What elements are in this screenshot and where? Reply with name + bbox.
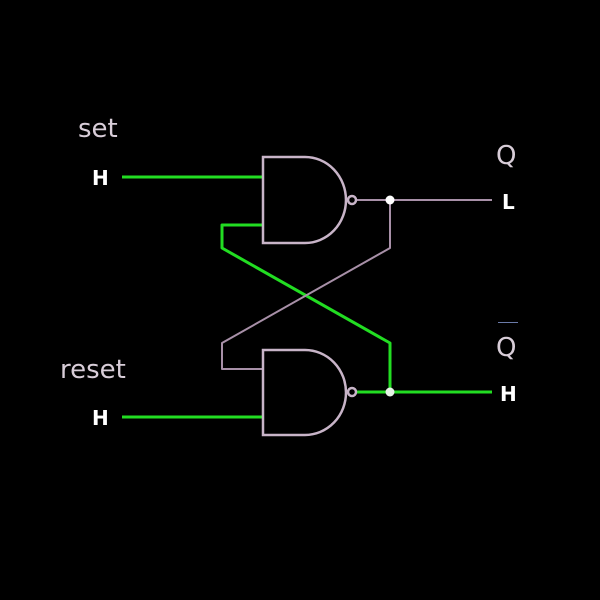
qbar-level: H: [500, 382, 517, 406]
set-label: set: [78, 114, 118, 144]
junction-dot-qbar: [385, 387, 395, 397]
q-level: L: [502, 190, 515, 214]
reset-level: H: [92, 406, 109, 430]
feedback-wire-q: [221, 200, 391, 370]
inverter-bubble-top: [346, 194, 358, 206]
nand-gate-top: [261, 155, 348, 245]
q-label: Q: [496, 141, 517, 171]
qbar-label: Q: [496, 333, 517, 363]
inverter-bubble-bottom: [346, 386, 358, 398]
reset-label: reset: [60, 355, 126, 385]
nand-gate-bottom: [261, 348, 348, 437]
junction-dot-q: [385, 195, 395, 205]
q-bar-overline: [498, 322, 518, 323]
set-level: H: [92, 166, 109, 190]
feedback-wire-qbar: [220, 223, 392, 392]
